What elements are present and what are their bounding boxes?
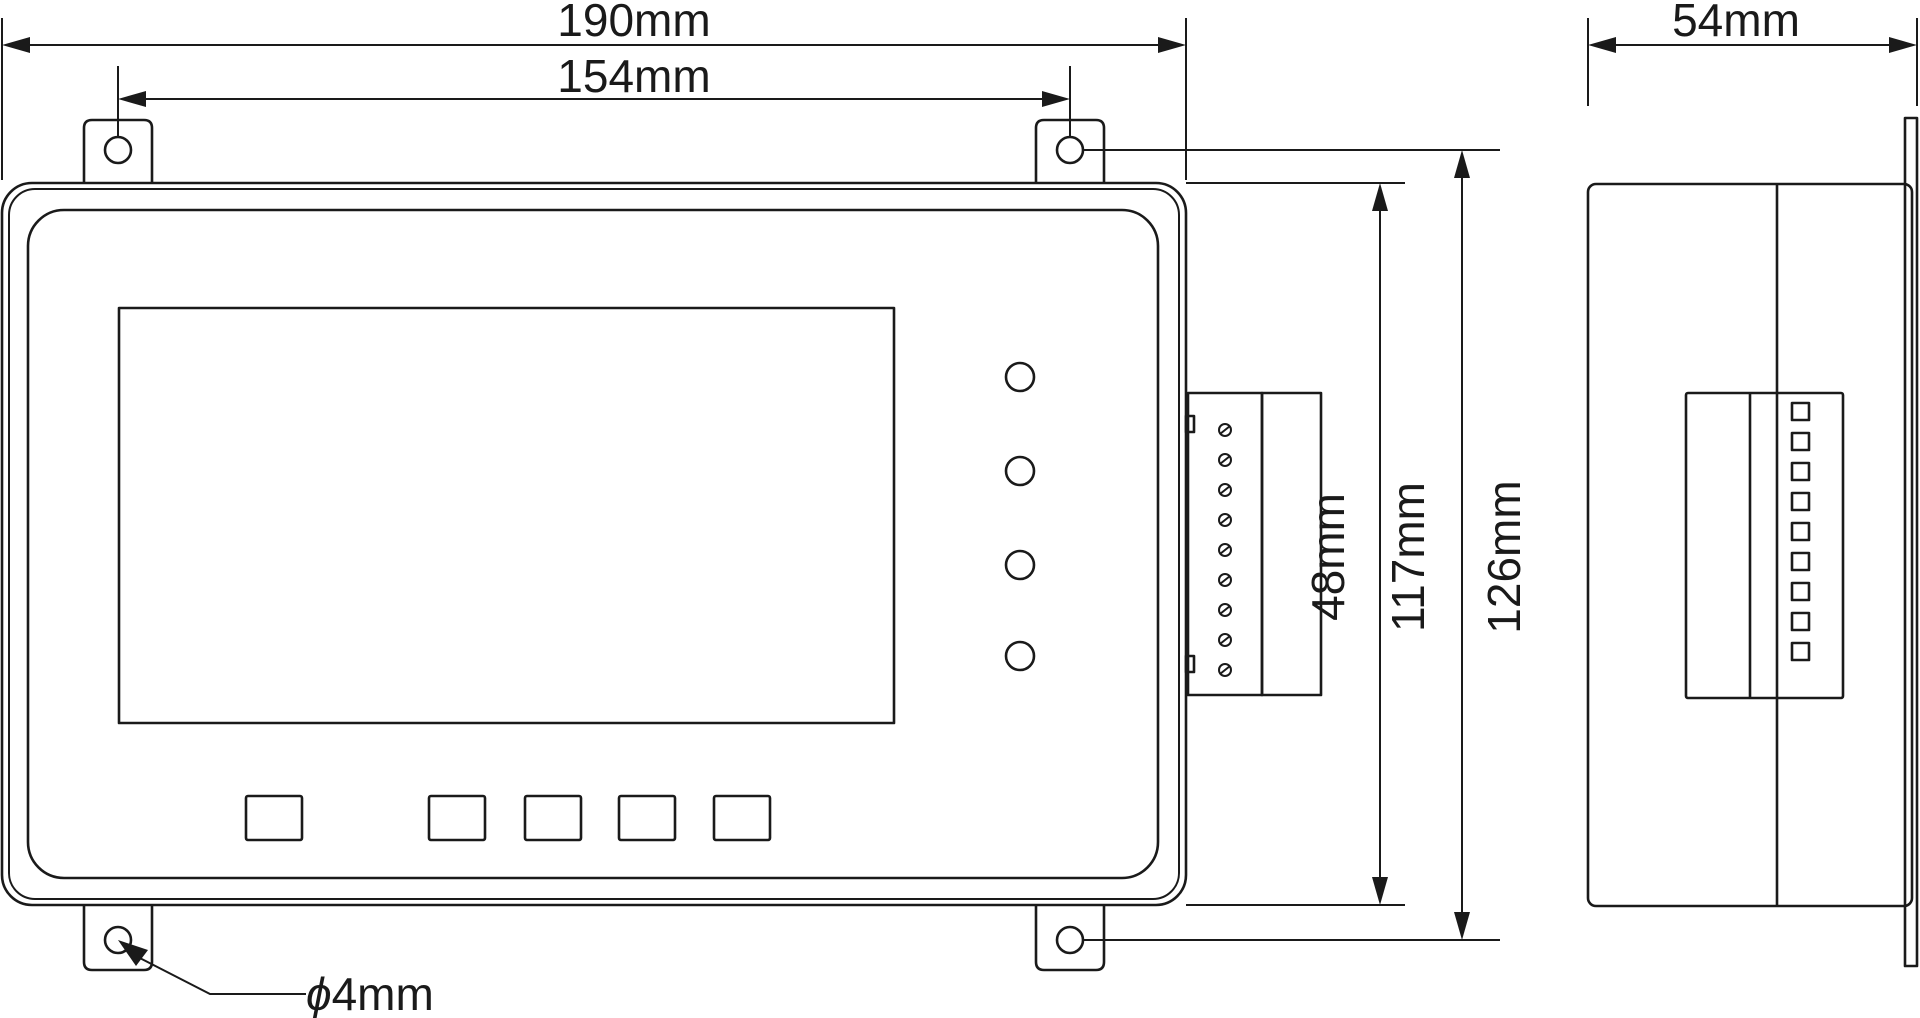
diameter-symbol: ϕ [306,968,332,1018]
keypad-button-2 [427,794,487,842]
terminal-screw [1218,663,1232,677]
side-terminal-block [1684,391,1845,700]
indicator-led-2 [1004,455,1036,487]
dim-terminal-height-label: 48mm [1302,493,1354,621]
dimension-lines [1,18,1918,995]
housing-outline-2 [8,188,1180,900]
side-terminal-square [1790,581,1811,602]
housing-outer [0,181,1188,907]
dim-hole-diameter-label: ϕ4mm [306,968,434,1018]
side-terminal-square [1790,611,1811,632]
keypad-button-1 [244,794,304,842]
dim-overall-width-label: 190mm [557,0,710,46]
front-view [0,118,1323,972]
keypad-button-5 [712,794,772,842]
side-terminal-square [1790,461,1811,482]
terminal-screw [1218,513,1232,527]
side-terminal-square [1790,431,1811,452]
dimension-labels: 190mm 154mm 54mm 48mm 117mm 126mm ϕ4mm [306,0,1800,1018]
terminal-screw [1218,573,1232,587]
side-terminal-square [1790,521,1811,542]
mounting-ear-bottom-right [1034,905,1106,972]
side-terminal-squares [1790,401,1811,662]
dim-hole-spacing-label: 154mm [557,50,710,102]
mounting-hole-bottom-right [1055,925,1085,955]
indicator-led-3 [1004,549,1036,581]
terminal-screw [1218,633,1232,647]
indicator-led-4 [1004,640,1036,672]
side-view [1586,116,1919,968]
terminal-screw [1218,453,1232,467]
diameter-value: 4mm [332,968,434,1018]
front-bezel [26,208,1160,880]
side-mounting-flange [1903,116,1919,968]
mounting-ear-bottom-left [82,905,154,972]
terminal-screw [1218,603,1232,617]
keypad-button-3 [523,794,583,842]
mounting-hole-top-left [103,135,133,165]
side-terminal-square [1790,641,1811,662]
dim-hole-height-label: 126mm [1478,480,1530,633]
terminal-screws [1218,423,1232,677]
indicator-led-1 [1004,361,1036,393]
terminal-screw [1218,543,1232,557]
display-window [117,306,896,725]
dim-body-height-label: 117mm [1382,482,1434,632]
mounting-hole-bottom-left [103,925,133,955]
terminal-block-front [1184,391,1323,697]
side-terminal-square [1790,491,1811,512]
side-terminal-square [1790,551,1811,572]
terminal-screw [1218,423,1232,437]
side-body [1586,182,1914,908]
side-terminal-square [1790,401,1811,422]
mounting-hole-top-right [1055,135,1085,165]
terminal-screw [1218,483,1232,497]
keypad-button-4 [617,794,677,842]
dim-depth-label: 54mm [1672,0,1800,46]
